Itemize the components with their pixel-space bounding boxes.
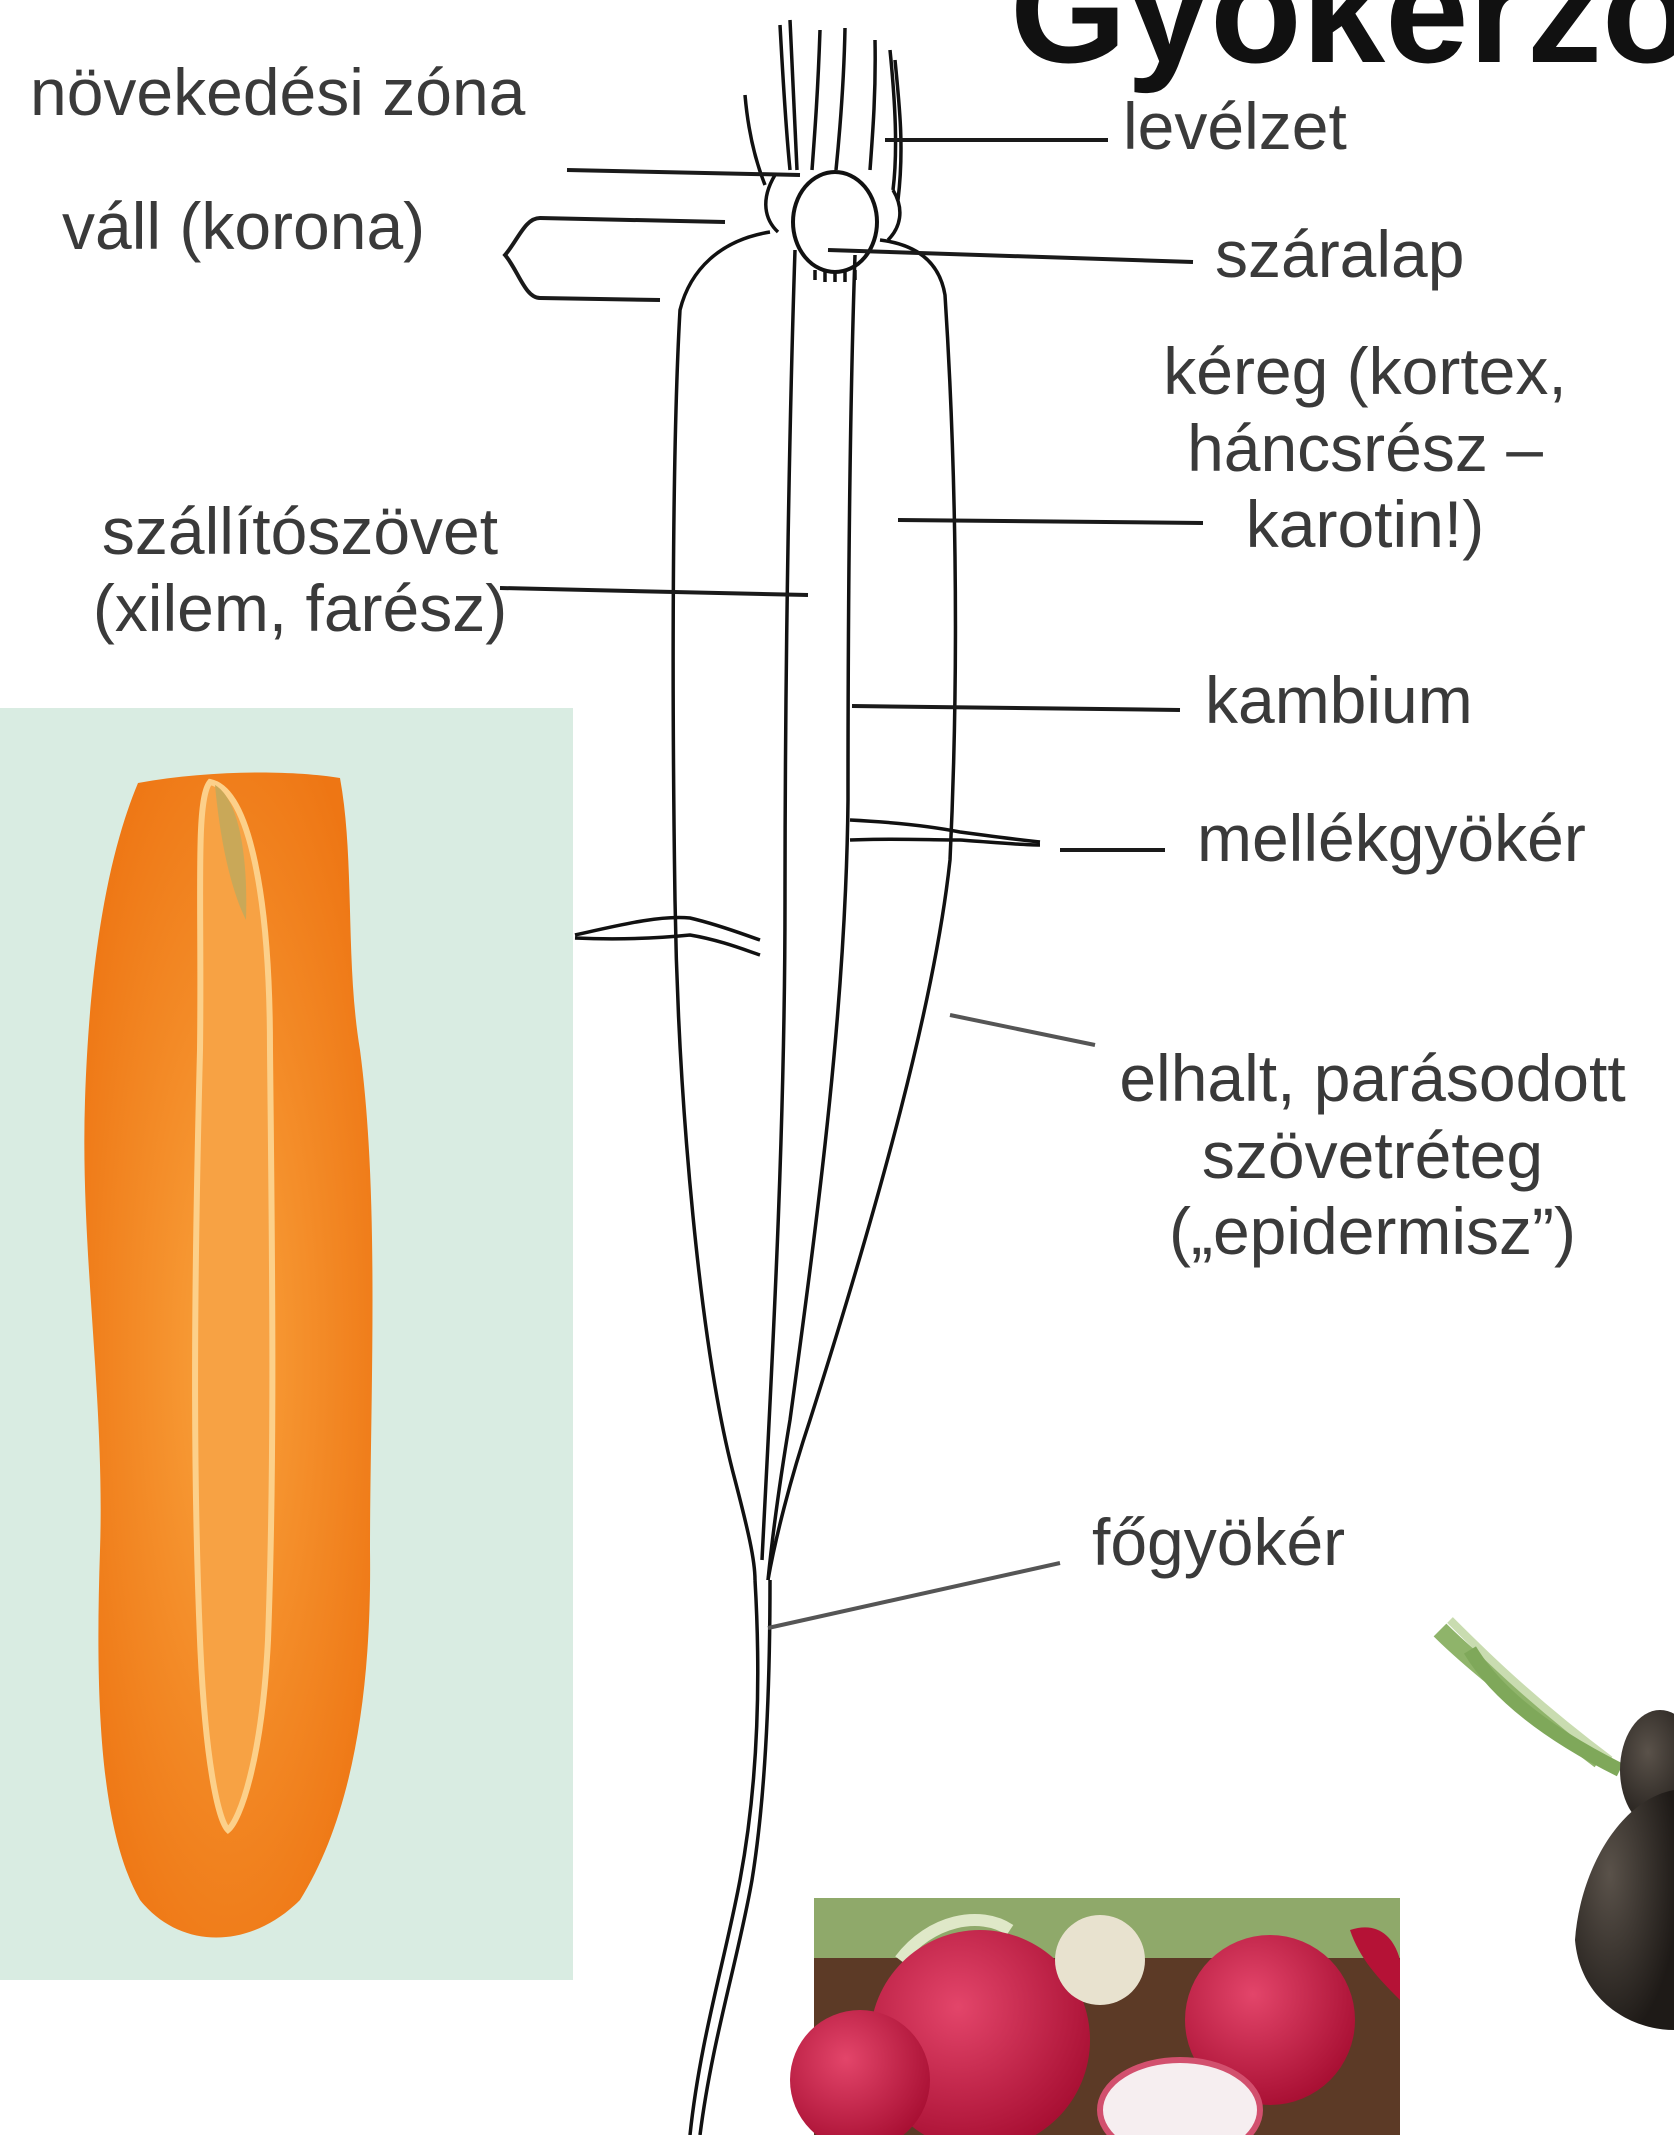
carrot-photo xyxy=(0,708,573,1980)
label-cambium: kambium xyxy=(1205,662,1473,739)
leader-stem-base xyxy=(828,250,1193,262)
label-epidermis-line3: („epidermisz”) xyxy=(1075,1193,1670,1270)
carrot-drawing xyxy=(575,20,1040,2135)
leader-shoulder xyxy=(505,218,725,300)
label-cortex-line2: háncsrész – xyxy=(1110,410,1620,487)
label-taproot: főgyökér xyxy=(1092,1504,1345,1581)
leader-growth-zone xyxy=(567,170,800,175)
label-leaves: levélzet xyxy=(1123,88,1347,165)
leader-taproot xyxy=(768,1563,1060,1628)
black-radish-photo xyxy=(1440,1620,1674,2030)
label-xylem-line2: (xilem, farész) xyxy=(40,570,560,647)
label-epidermis: elhalt, parásodott szövetréteg („epiderm… xyxy=(1075,1040,1670,1270)
label-growth-zone: növekedési zóna xyxy=(30,54,525,131)
label-cortex: kéreg (kortex, háncsrész – karotin!) xyxy=(1110,333,1620,563)
radish-photo xyxy=(790,1898,1400,2135)
leader-cambium xyxy=(852,706,1180,710)
label-xylem: szállítószövet (xilem, farész) xyxy=(40,493,560,646)
leader-epidermis xyxy=(950,1015,1095,1045)
label-epidermis-line2: szövetréteg xyxy=(1075,1117,1670,1194)
label-xylem-line1: szállítószövet xyxy=(40,493,560,570)
label-cortex-line1: kéreg (kortex, xyxy=(1110,333,1620,410)
label-epidermis-line1: elhalt, parásodott xyxy=(1075,1040,1670,1117)
label-lateral-root: mellékgyökér xyxy=(1197,800,1586,877)
label-stem-base: száralap xyxy=(1215,216,1464,293)
label-cortex-line3: karotin!) xyxy=(1110,486,1620,563)
label-shoulder: váll (korona) xyxy=(62,188,425,265)
